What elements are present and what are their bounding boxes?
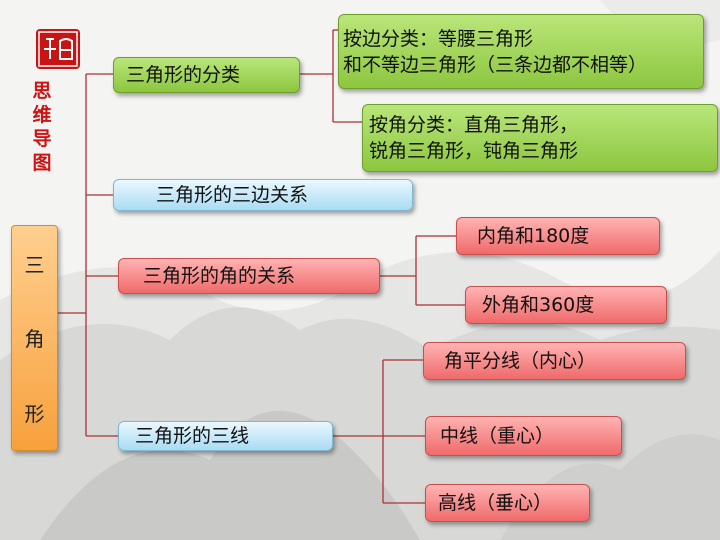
- node-angle-bisector[interactable]: 角平分线（内心）: [423, 342, 686, 380]
- branch-label: 三角形的三线: [135, 425, 250, 447]
- root-node-triangle[interactable]: 三 角 形: [11, 225, 58, 451]
- node-line: 和不等边三角形（三条边都不相等）: [343, 53, 648, 76]
- branch-label: 三角形的分类: [126, 64, 241, 86]
- branch-three-lines[interactable]: 三角形的三线: [118, 421, 333, 451]
- node-line: 按角分类：直角三角形，: [369, 114, 579, 136]
- mind-map-title: 思 维 导 图: [31, 79, 53, 175]
- node-label: 内角和180度: [477, 225, 590, 247]
- seal-logo: [36, 29, 80, 69]
- root-char: 形: [24, 402, 45, 427]
- node-label: 外角和360度: [482, 294, 595, 316]
- node-altitude[interactable]: 高线（垂心）: [425, 484, 590, 522]
- branch-label: 三角形的角的关系: [143, 265, 296, 287]
- node-label: 高线（垂心）: [438, 492, 553, 514]
- node-line: 锐角三角形，钝角三角形: [369, 140, 579, 162]
- branch-classification[interactable]: 三角形的分类: [113, 57, 300, 93]
- node-interior-angle-sum[interactable]: 内角和180度: [456, 217, 660, 255]
- root-char: 角: [24, 327, 45, 352]
- root-char: 三: [24, 252, 45, 277]
- node-classify-by-sides[interactable]: 按边分类：等腰三角形 和不等边三角形（三条边都不相等）: [338, 14, 704, 89]
- node-label: 中线（重心）: [440, 425, 555, 447]
- title-char: 维: [32, 104, 52, 126]
- title-char: 导: [32, 128, 52, 150]
- node-median[interactable]: 中线（重心）: [425, 416, 622, 456]
- branch-label: 三角形的三边关系: [156, 184, 309, 206]
- node-classify-by-angles[interactable]: 按角分类：直角三角形， 锐角三角形，钝角三角形: [362, 104, 718, 172]
- node-label: 角平分线（内心）: [444, 350, 597, 372]
- branch-angle-relation[interactable]: 三角形的角的关系: [118, 258, 380, 294]
- title-char: 图: [32, 152, 52, 174]
- node-exterior-angle-sum[interactable]: 外角和360度: [465, 286, 667, 324]
- branch-side-relation[interactable]: 三角形的三边关系: [113, 179, 413, 211]
- title-char: 思: [32, 80, 52, 102]
- node-line: 按边分类：等腰三角形: [343, 27, 534, 50]
